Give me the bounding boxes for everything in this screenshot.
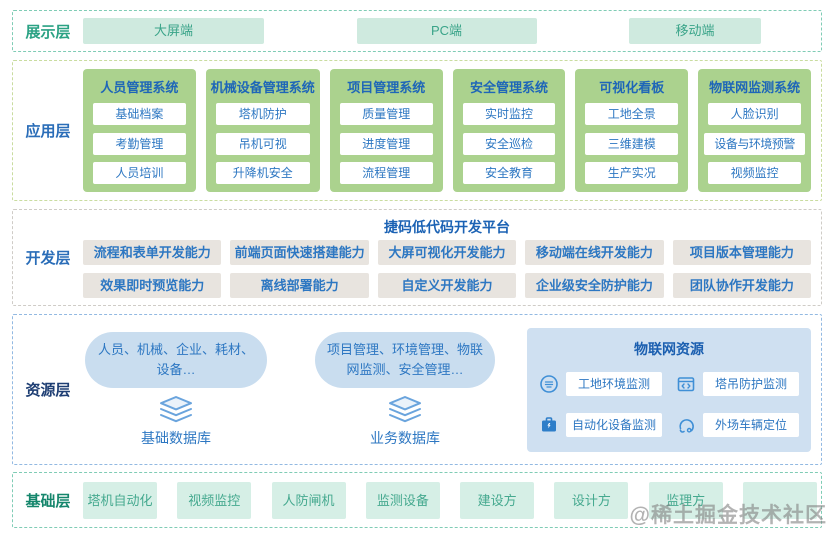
system-item: 人员培训 xyxy=(93,161,186,184)
system-item: 基础档案 xyxy=(93,103,186,126)
system-item: 设备与环境预警 xyxy=(704,132,805,155)
iot-item-tower-crane: 塔吊防护监测 xyxy=(676,371,799,396)
system-item: 实时监控 xyxy=(462,103,556,126)
development-layer-label: 开发层 xyxy=(25,250,71,267)
business-database-group: 项目管理、环境管理、物联网监测、安全管理… 业务数据库 xyxy=(315,331,495,448)
system-item: 考勤管理 xyxy=(93,132,186,155)
application-layer-label: 应用层 xyxy=(25,123,71,140)
iot-item-site-environment: 工地环境监测 xyxy=(539,371,662,396)
iot-panel-title: 物联网资源 xyxy=(634,340,704,357)
foundation-item-turnstile: 人防闸机 xyxy=(271,481,346,519)
application-layer-section: 应用层 人员管理系统 基础档案 考勤管理 人员培训 机械设备管理系统 塔机防护 … xyxy=(12,60,822,201)
system-project: 项目管理系统 质量管理 进度管理 流程管理 xyxy=(329,69,443,192)
iot-item-vehicle-location: 外场车辆定位 xyxy=(676,412,799,437)
display-layer-label: 展示层 xyxy=(25,23,71,41)
system-title: 项目管理系统 xyxy=(347,80,426,95)
low-code-platform-title: 捷码低代码开发平台 xyxy=(384,219,510,235)
system-safety: 安全管理系统 实时监控 安全巡检 安全教育 xyxy=(452,69,566,192)
system-machinery: 机械设备管理系统 塔机防护 吊机可视 升降机安全 xyxy=(205,69,320,192)
foundation-item-video-monitor: 视频监控 xyxy=(177,481,252,519)
business-database-name: 业务数据库 xyxy=(370,429,440,446)
resource-layer-label: 资源层 xyxy=(25,382,71,399)
system-item: 进度管理 xyxy=(339,132,433,155)
foundation-item-tower-automation: 塔机自动化 xyxy=(83,481,157,519)
display-layer-section: 展示层 大屏端 PC端 移动端 xyxy=(12,10,822,52)
system-item: 塔机防护 xyxy=(215,103,310,126)
system-iot-monitor: 物联网监测系统 人脸识别 设备与环境预警 视频监控 xyxy=(698,69,811,192)
system-title: 人员管理系统 xyxy=(100,80,179,95)
capability-row-1: 流程和表单开发能力 前端页面快速搭建能力 大屏可视化开发能力 移动端在线开发能力… xyxy=(83,240,812,265)
system-item: 流程管理 xyxy=(339,161,433,184)
system-item: 质量管理 xyxy=(339,103,433,126)
iot-item-label: 工地环境监测 xyxy=(566,371,662,396)
iot-item-label: 塔吊防护监测 xyxy=(703,371,799,396)
development-layer-section: 开发层 捷码低代码开发平台 流程和表单开发能力 前端页面快速搭建能力 大屏可视化… xyxy=(12,209,822,306)
display-items: 大屏端 PC端 移动端 xyxy=(83,18,821,44)
iot-item-label: 外场车辆定位 xyxy=(703,412,799,437)
system-item: 升降机安全 xyxy=(215,161,310,184)
capability-box: 团队协作开发能力 xyxy=(672,273,812,298)
system-item: 人脸识别 xyxy=(708,103,801,126)
foundation-item-obscured xyxy=(742,481,817,519)
system-item: 安全巡检 xyxy=(462,132,556,155)
development-content: 捷码低代码开发平台 流程和表单开发能力 前端页面快速搭建能力 大屏可视化开发能力… xyxy=(83,210,821,305)
juejin-watermark: @稀土掘金技术社区 xyxy=(629,504,827,527)
system-item: 视频监控 xyxy=(708,161,801,184)
foundation-layer-section: 基础层 塔机自动化 视频监控 人防闸机 监测设备 建设方 设计方 监理方 xyxy=(12,472,822,528)
system-title: 可视化看板 xyxy=(599,80,665,95)
capability-box: 大屏可视化开发能力 xyxy=(377,240,517,265)
tower-crane-monitor-icon xyxy=(677,376,695,391)
system-title: 物联网监测系统 xyxy=(709,80,801,95)
iot-item-automation-device: 自动化设备监测 xyxy=(539,412,662,437)
application-systems: 人员管理系统 基础档案 考勤管理 人员培训 机械设备管理系统 塔机防护 吊机可视… xyxy=(83,61,821,200)
capability-box: 离线部署能力 xyxy=(230,273,369,298)
capability-rows: 流程和表单开发能力 前端页面快速搭建能力 大屏可视化开发能力 移动端在线开发能力… xyxy=(83,240,812,298)
system-item: 吊机可视 xyxy=(215,132,310,155)
capability-box: 流程和表单开发能力 xyxy=(83,240,222,265)
iot-item-label: 自动化设备监测 xyxy=(566,412,662,437)
system-personnel: 人员管理系统 基础档案 考勤管理 人员培训 xyxy=(83,69,196,192)
system-title: 机械设备管理系统 xyxy=(210,80,315,95)
system-item: 三维建模 xyxy=(585,132,679,155)
iot-items-grid: 工地环境监测 塔吊防护监测 xyxy=(539,371,799,437)
capability-box: 企业级安全防护能力 xyxy=(525,273,664,298)
capability-box: 移动端在线开发能力 xyxy=(525,240,664,265)
capability-box: 自定义开发能力 xyxy=(377,273,517,298)
iot-resource-panel: 物联网资源 工地环境监测 xyxy=(527,327,811,452)
system-item: 工地全景 xyxy=(585,103,679,126)
database-layers-icon xyxy=(160,395,192,422)
automation-device-icon xyxy=(542,416,556,431)
system-item: 安全教育 xyxy=(462,161,556,184)
foundation-item-monitor-device: 监测设备 xyxy=(365,481,440,519)
site-environment-icon xyxy=(540,374,558,393)
foundation-items: 塔机自动化 视频监控 人防闸机 监测设备 建设方 设计方 监理方 xyxy=(83,481,821,519)
resource-layer-section: 资源层 人员、机械、企业、耗材、设备… 基础数据库 项目管理、环境管理、物联网监… xyxy=(12,314,822,465)
system-title: 安全管理系统 xyxy=(470,80,549,95)
foundation-item-designer: 设计方 xyxy=(554,481,629,519)
vehicle-location-icon xyxy=(679,418,694,433)
foundation-item-supervisor: 监理方 xyxy=(648,481,723,519)
base-data-bubble: 人员、机械、企业、耗材、设备… xyxy=(85,331,267,388)
database-layers-icon xyxy=(389,395,421,422)
capability-box: 效果即时预览能力 xyxy=(83,273,222,298)
foundation-layer-label: 基础层 xyxy=(25,492,71,510)
capability-box: 项目版本管理能力 xyxy=(672,240,812,265)
business-data-bubble: 项目管理、环境管理、物联网监测、安全管理… xyxy=(315,331,495,388)
resource-content: 人员、机械、企业、耗材、设备… 基础数据库 项目管理、环境管理、物联网监测、安全… xyxy=(83,315,821,464)
foundation-item-builder: 建设方 xyxy=(460,481,535,519)
system-dashboard: 可视化看板 工地全景 三维建模 生产实况 xyxy=(575,69,689,192)
display-item-mobile: 移动端 xyxy=(629,18,761,44)
capability-box: 前端页面快速搭建能力 xyxy=(230,240,369,265)
display-item-pc: PC端 xyxy=(356,18,537,44)
system-item: 生产实况 xyxy=(585,161,679,184)
capability-row-2: 效果即时预览能力 离线部署能力 自定义开发能力 企业级安全防护能力 团队协作开发… xyxy=(83,273,812,298)
base-database-group: 人员、机械、企业、耗材、设备… 基础数据库 xyxy=(85,331,267,448)
base-database-name: 基础数据库 xyxy=(141,429,211,446)
display-item-big-screen: 大屏端 xyxy=(83,18,264,44)
